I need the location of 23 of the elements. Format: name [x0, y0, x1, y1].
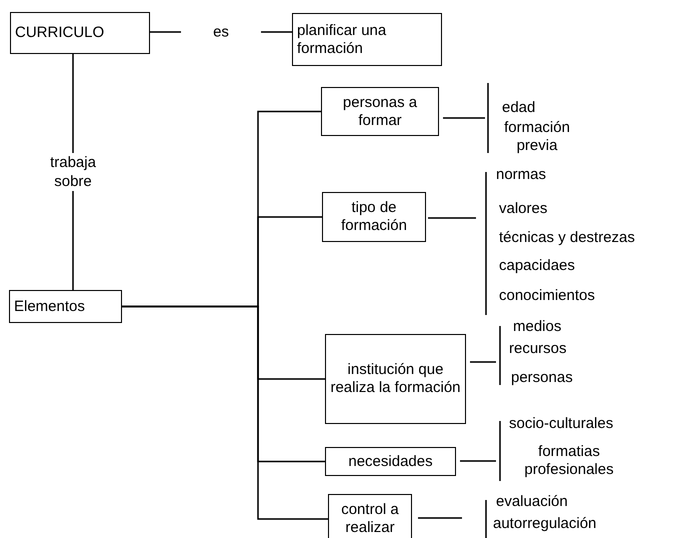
item-text: formatias profesionales — [523, 443, 615, 479]
item-text: autorregulación — [493, 515, 596, 533]
item-text: edad — [502, 99, 536, 117]
item-text: formación previa — [503, 119, 571, 155]
item-text: conocimientos — [499, 287, 595, 305]
item-text: valores — [499, 200, 548, 218]
item-text: evaluación — [496, 493, 568, 511]
concept-box: Elementos — [9, 290, 122, 323]
item-text: técnicas y destrezas — [499, 229, 635, 247]
concept-box: control a realizar — [328, 494, 412, 538]
connector-line — [122, 306, 328, 520]
concept-box: necesidades — [325, 447, 456, 476]
item-text: socio-culturales — [509, 415, 614, 433]
concept-box: tipo de formación — [322, 192, 426, 242]
item-text: capacidaes — [499, 257, 575, 275]
concept-box: planificar una formación — [292, 13, 442, 66]
concept-box: institución que realiza la formación — [325, 334, 466, 424]
item-text: medios — [513, 318, 562, 336]
item-text: normas — [496, 166, 546, 184]
concept-box: personas a formar — [321, 87, 439, 136]
item-text: recursos — [509, 340, 567, 358]
concept-box: CURRICULO — [10, 12, 150, 54]
item-text: personas — [511, 369, 573, 387]
